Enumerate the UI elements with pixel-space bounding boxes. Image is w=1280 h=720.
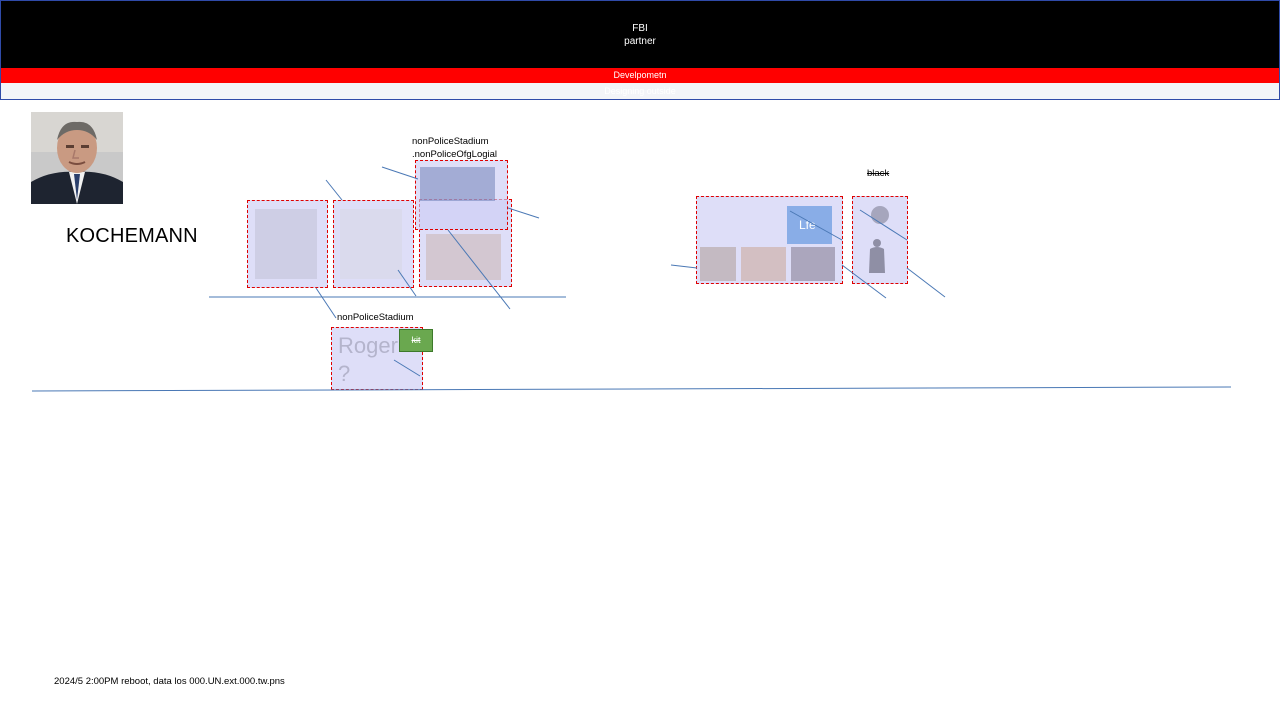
footer-status: 2024/5 2:00PM reboot, data los 000.UN.ex… xyxy=(54,676,285,687)
header-banner: FBI partner xyxy=(0,0,1280,68)
evidence-photo-1 xyxy=(700,247,736,281)
person-photo-3 xyxy=(426,234,501,280)
evidence-photo-3 xyxy=(791,247,835,281)
horizontal-rule-long xyxy=(31,386,1232,392)
connector-1 xyxy=(325,179,343,201)
silhouette-card[interactable] xyxy=(852,196,908,284)
person-photo-2 xyxy=(340,209,402,279)
light-sub-bar[interactable]: Designing outside xyxy=(0,83,1280,100)
profile-name: KOCHEMANN xyxy=(66,225,198,247)
stadium-card[interactable] xyxy=(415,160,508,230)
stadium-photo xyxy=(420,167,495,201)
silhouette-icon xyxy=(869,206,889,273)
connector-3 xyxy=(381,166,419,180)
kit-button[interactable]: kit xyxy=(399,329,433,352)
evidence-card[interactable]: Lfe xyxy=(696,196,843,284)
blue-tile-text: Lfe xyxy=(799,218,816,232)
red-nav-bar[interactable]: Develpometn xyxy=(0,68,1280,83)
evidence-photo-2 xyxy=(741,247,786,281)
connector-2 xyxy=(315,287,337,319)
top-node-label-line2: .nonPoliceOfgLogial xyxy=(412,149,498,160)
mid-node-label: nonPoliceStadium xyxy=(337,312,414,323)
connector-12 xyxy=(906,267,946,298)
connector-6 xyxy=(507,207,540,219)
header-title: FBI xyxy=(632,22,648,34)
top-node-label: nonPoliceStadium .nonPoliceOfgLogial xyxy=(412,135,497,161)
right-node-label: black xyxy=(867,168,890,179)
person-photo-1 xyxy=(255,209,317,279)
person-card-1[interactable] xyxy=(247,200,328,288)
unknown-person-text: Roger ? xyxy=(338,333,398,386)
header-subtitle: partner xyxy=(624,35,656,47)
profile-photo xyxy=(31,112,123,204)
blue-tile: Lfe xyxy=(787,206,832,244)
person-card-2[interactable] xyxy=(333,200,414,288)
connector-8 xyxy=(670,264,698,269)
top-node-label-line1: nonPoliceStadium xyxy=(412,136,489,147)
